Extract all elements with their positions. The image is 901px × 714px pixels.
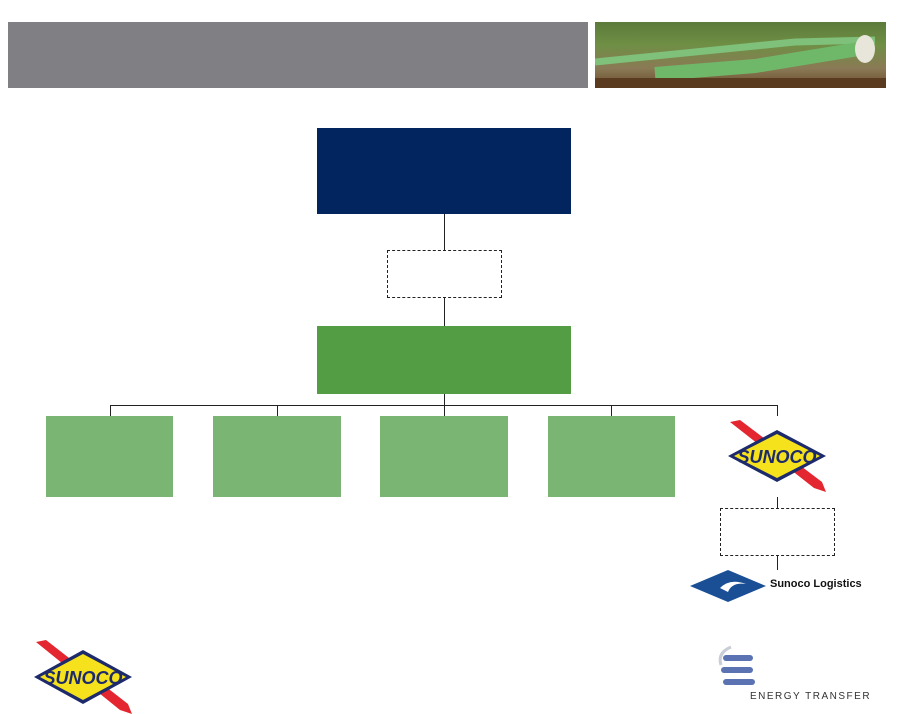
sunoco-logistics-text: Sunoco Logistics <box>770 578 862 590</box>
connector <box>777 497 778 508</box>
sunoco-logo: SUNOCO <box>728 420 826 492</box>
general-partner-box <box>720 508 835 556</box>
intermediate-entity-box <box>387 250 502 298</box>
connector <box>110 405 111 416</box>
connector <box>444 405 445 416</box>
connector <box>444 214 445 250</box>
pipeline-photo <box>595 22 886 88</box>
header-bar <box>8 22 588 88</box>
subsidiary-box-4 <box>548 416 675 497</box>
holding-entity-box <box>317 326 571 394</box>
sunoco-logistics-logo: Sunoco Logistics <box>690 570 870 604</box>
connector <box>277 405 278 416</box>
sunoco-footer-logo: SUNOCO <box>34 640 132 714</box>
sunoco-logistics-mark-icon <box>690 570 766 602</box>
energy-transfer-text: ENERGY TRANSFER <box>750 691 872 702</box>
connector <box>777 405 778 416</box>
energy-transfer-mark-icon <box>718 645 755 685</box>
connector <box>777 556 778 570</box>
connector <box>611 405 612 416</box>
parent-entity-box <box>317 128 571 214</box>
subsidiary-box-2 <box>213 416 341 497</box>
connector <box>444 394 445 405</box>
subsidiary-box-1 <box>46 416 173 497</box>
energy-transfer-logo: ENERGY TRANSFER <box>715 645 875 707</box>
subsidiary-box-3 <box>380 416 508 497</box>
svg-text:SUNOCO: SUNOCO <box>43 668 122 688</box>
connector <box>444 298 445 326</box>
svg-text:SUNOCO: SUNOCO <box>737 447 816 467</box>
